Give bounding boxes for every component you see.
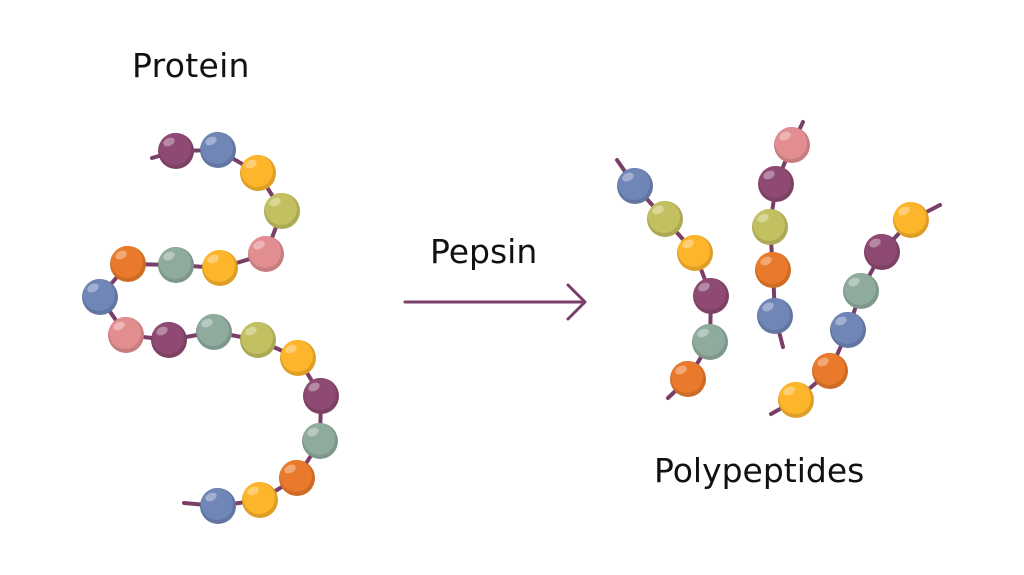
amino-acid-bead-blue <box>830 312 866 348</box>
amino-acid-bead-purple <box>158 133 194 169</box>
amino-acid-bead-teal <box>302 423 338 459</box>
amino-acid-bead-pink <box>248 236 284 272</box>
amino-acid-bead-purple <box>758 166 794 202</box>
amino-acid-bead-olive <box>752 209 788 245</box>
amino-acid-bead-olive <box>647 201 683 237</box>
amino-acid-bead-purple <box>864 234 900 270</box>
amino-acid-bead-yellow <box>202 250 238 286</box>
amino-acid-bead-orange <box>755 252 791 288</box>
amino-acid-bead-yellow <box>778 382 814 418</box>
amino-acid-bead-olive <box>240 322 276 358</box>
amino-acid-bead-yellow <box>893 202 929 238</box>
amino-acid-bead-yellow <box>280 340 316 376</box>
amino-acid-bead-orange <box>670 361 706 397</box>
amino-acid-bead-teal <box>843 273 879 309</box>
amino-acid-bead-purple <box>303 378 339 414</box>
arrow-head-icon <box>566 283 587 321</box>
amino-acid-bead-teal <box>692 324 728 360</box>
polypeptides-label: Polypeptides <box>654 451 865 490</box>
amino-acid-bead-blue <box>757 298 793 334</box>
amino-acid-bead-blue <box>617 168 653 204</box>
amino-acid-bead-blue <box>200 132 236 168</box>
amino-acid-bead-blue <box>82 279 118 315</box>
amino-acid-bead-yellow <box>242 482 278 518</box>
amino-acid-bead-blue <box>200 488 236 524</box>
beads <box>82 127 929 524</box>
reaction-arrow <box>403 283 587 321</box>
amino-acid-bead-yellow <box>240 155 276 191</box>
protein-chain <box>82 132 339 524</box>
amino-acid-bead-purple <box>693 278 729 314</box>
amino-acid-bead-pink <box>108 317 144 353</box>
amino-acid-bead-olive <box>264 193 300 229</box>
amino-acid-bead-teal <box>196 314 232 350</box>
amino-acid-bead-yellow <box>677 235 713 271</box>
amino-acid-bead-purple <box>151 322 187 358</box>
amino-acid-bead-teal <box>158 247 194 283</box>
protein-label: Protein <box>132 46 250 85</box>
pepsin-label: Pepsin <box>430 232 538 271</box>
amino-acid-bead-orange <box>812 353 848 389</box>
amino-acid-bead-orange <box>110 246 146 282</box>
strands <box>98 120 942 508</box>
polypeptide-2 <box>752 127 810 334</box>
polypeptide-3 <box>778 202 929 418</box>
amino-acid-bead-pink <box>774 127 810 163</box>
amino-acid-bead-orange <box>279 460 315 496</box>
polypeptide-1 <box>617 168 729 397</box>
